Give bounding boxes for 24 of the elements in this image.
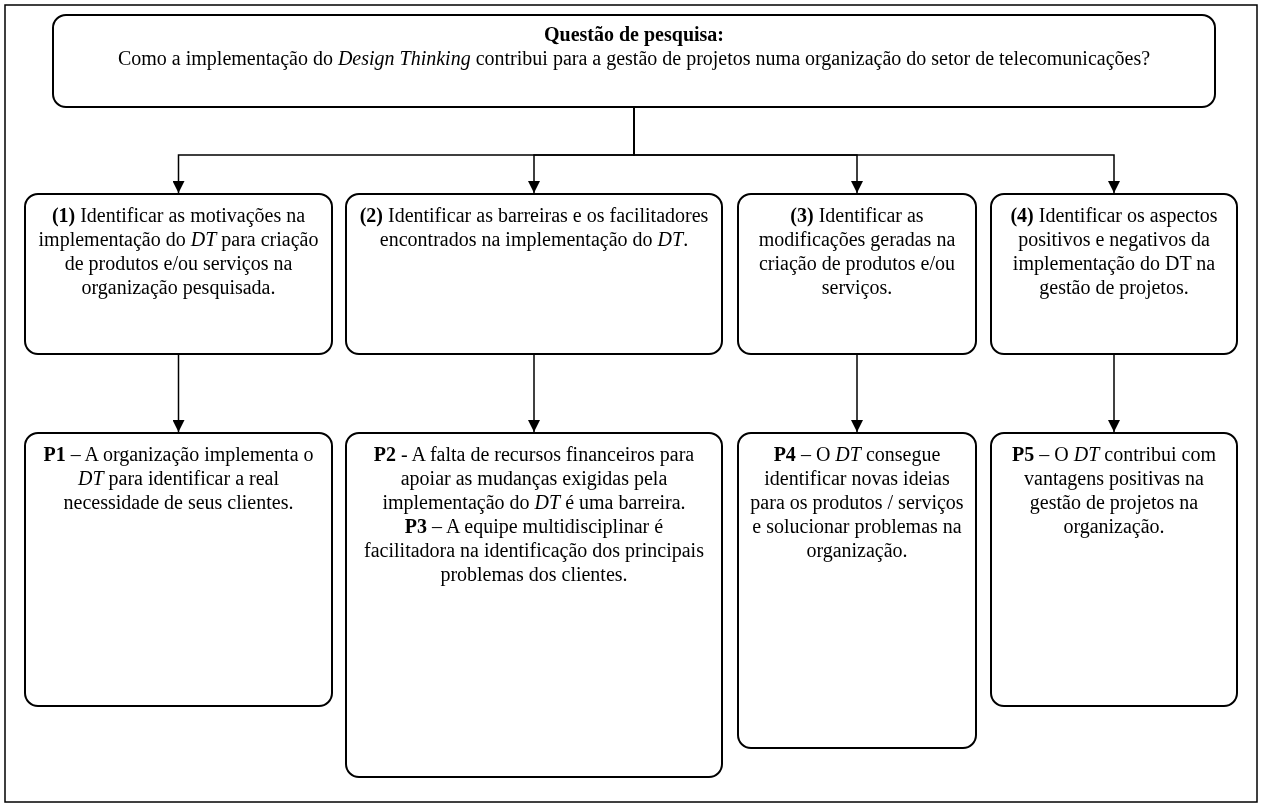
arrow: [528, 354, 540, 433]
objective-box: [737, 432, 977, 749]
text: (1) Identificar as motivações na implementação do DT para criação de produtos e/ou serviços na organização pesquisada.: [37, 203, 320, 299]
objective-box: [345, 432, 723, 778]
objective-box: [345, 193, 723, 355]
text: P5 – O DT contribui com vantagens positivas na gestão de projetos na organização.: [1011, 442, 1217, 538]
text: (4) Identificar os aspectos positivos e negativos da implementação do DT na gestão de projetos.: [1009, 203, 1219, 299]
text: Como a implementação do Design Thinking contribui para a gestão de projetos numa organização do setor de telecomunicações?: [117, 46, 1151, 70]
objective-box: [990, 432, 1238, 707]
heading: Questão de pesquisa:: [544, 22, 724, 46]
objective-box: [24, 432, 333, 707]
arrow: [172, 354, 185, 433]
objective-box: [990, 193, 1238, 355]
text: P2 - A falta de recursos financeiros para apoiar as mudanças exigidas pela implementação do DT é uma barreira.: [372, 442, 696, 514]
text: (2) Identificar as barreiras e os facilitadores encontrados na implementação do DT.: [358, 203, 710, 251]
objective-box: [737, 193, 977, 355]
arrow: [851, 354, 863, 433]
text: P1 – A organização implementa o DT para identificar a real necessidade de seus clientes.: [42, 442, 315, 514]
arrow: [1108, 354, 1120, 433]
question-box: [52, 14, 1216, 108]
text: P3 – A equipe multidisciplinar é facilitadora na identificação dos principais problemas dos clientes.: [363, 514, 705, 586]
text: (3) Identificar as modificações geradas na criação de produtos e/ou serviços.: [757, 203, 957, 299]
text: P4 – O DT consegue identificar novas ideias para os produtos / serviços e solucionar problemas na organização.: [749, 442, 965, 562]
objective-box: [24, 193, 333, 355]
